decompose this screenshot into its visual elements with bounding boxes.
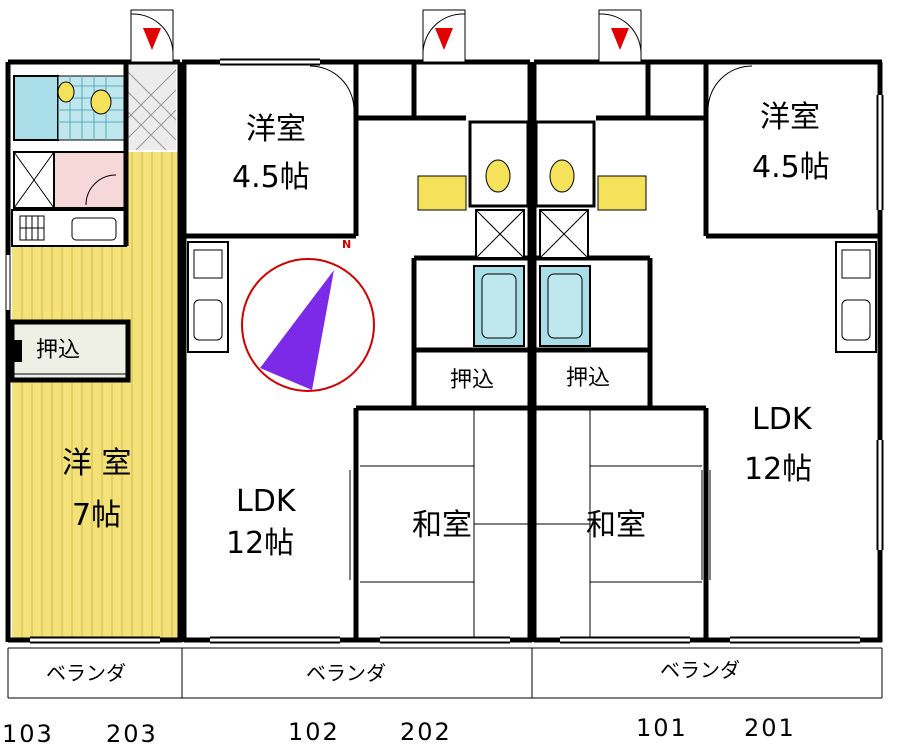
room-label-right-ldk: LDK bbox=[752, 402, 812, 437]
room-label-mid-ldk: LDK bbox=[236, 484, 296, 519]
room-size-east-youshitsu: 4.5帖 bbox=[752, 150, 830, 185]
right-closet-label: 押込 bbox=[566, 366, 611, 391]
unit-number-203: 203 bbox=[106, 720, 158, 748]
compass-north-label: N bbox=[342, 238, 352, 251]
mid-entrance-arrow-icon bbox=[435, 28, 453, 50]
mid-toilet bbox=[485, 159, 511, 193]
unit-number-201: 201 bbox=[744, 714, 796, 742]
room-label-west-youshitsu: 洋室 bbox=[246, 112, 306, 147]
veranda-left-label: ベランダ bbox=[46, 661, 126, 685]
room-size-right-ldk: 12帖 bbox=[744, 452, 813, 487]
room-label-left-youshitsu: 洋 室 bbox=[62, 446, 132, 481]
mid-closet-label: 押込 bbox=[450, 368, 495, 393]
left-closet-label: 押込 bbox=[36, 338, 81, 363]
right-sink bbox=[597, 175, 647, 211]
veranda-middle-label: ベランダ bbox=[306, 661, 386, 685]
room-label-east-youshitsu: 洋室 bbox=[760, 100, 820, 135]
room-label-mid-washitsu: 和室 bbox=[412, 508, 472, 543]
left-toilet bbox=[90, 89, 112, 115]
room-label-right-washitsu: 和室 bbox=[586, 508, 646, 543]
compass-needle-icon bbox=[260, 270, 334, 390]
mid-sink bbox=[417, 175, 467, 211]
veranda-right-label: ベランダ bbox=[660, 658, 740, 682]
room-size-mid-ldk: 12帖 bbox=[226, 526, 295, 561]
right-toilet bbox=[549, 159, 575, 193]
room-size-left-youshitsu: 7帖 bbox=[72, 498, 122, 533]
unit-number-101: 101 bbox=[636, 714, 688, 742]
left-washroom bbox=[53, 151, 127, 209]
left-entrance-arrow-icon bbox=[143, 28, 161, 50]
room-size-west-youshitsu: 4.5帖 bbox=[232, 160, 310, 195]
left-entrance bbox=[126, 62, 176, 150]
left-sink-basin bbox=[57, 81, 75, 103]
unit-number-102: 102 bbox=[288, 718, 340, 746]
unit-number-103: 103 bbox=[2, 720, 54, 748]
unit-number-202: 202 bbox=[400, 718, 452, 746]
veranda-outline bbox=[7, 647, 883, 699]
left-bathtub bbox=[13, 75, 59, 141]
right-entrance-arrow-icon bbox=[611, 28, 629, 50]
